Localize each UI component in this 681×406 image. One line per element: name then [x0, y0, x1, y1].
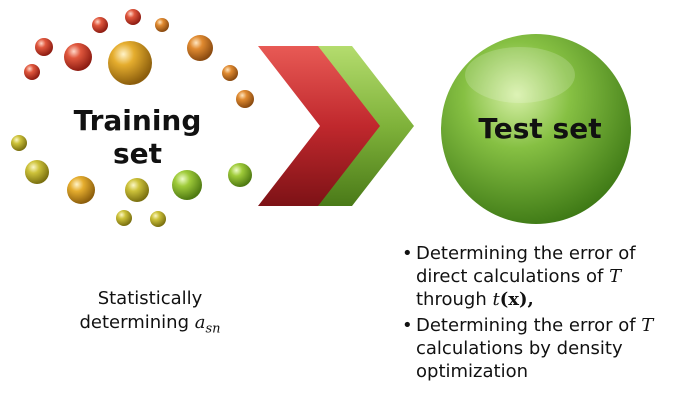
math-paren: ), — [518, 289, 534, 310]
sphere — [11, 135, 27, 151]
sphere — [150, 211, 166, 227]
symbol-subscript: sn — [205, 321, 221, 337]
symbol-base: a — [194, 312, 206, 333]
training-set-label: Training set — [73, 104, 202, 170]
test-set-label: Test set — [478, 112, 602, 145]
caption-line-2: determining asn — [65, 311, 235, 342]
caption-prefix: determining — [79, 312, 195, 333]
sphere — [67, 176, 95, 204]
arrow-chevrons — [258, 46, 414, 206]
sphere — [116, 210, 132, 226]
bullet-text: through — [416, 289, 493, 310]
bullet-item: Determining the error of direct calculat… — [402, 242, 672, 311]
sphere — [35, 38, 53, 56]
math-variable: T — [641, 315, 654, 336]
math-variable: T — [609, 266, 622, 287]
sphere — [155, 18, 169, 32]
test-set-sphere — [441, 34, 631, 224]
math-function: t — [492, 289, 500, 310]
sphere — [228, 163, 252, 187]
sphere — [236, 90, 254, 108]
training-set-spheres — [11, 9, 254, 227]
sphere — [64, 43, 92, 71]
sphere — [25, 160, 49, 184]
sphere — [24, 64, 40, 80]
red-chevron — [258, 46, 392, 206]
bullet-text: calculations by density optimization — [416, 338, 623, 382]
bullet-text: Determining the error of — [416, 315, 642, 336]
math-paren: ( — [499, 289, 509, 310]
bullet-item: Determining the error of T calculations … — [402, 314, 672, 383]
sphere-highlight — [465, 47, 575, 103]
sphere — [108, 41, 152, 85]
green-chevron — [318, 46, 414, 206]
statistics-caption: Statistically determining asn — [65, 287, 235, 342]
bullet-text: Determining the error of direct calculat… — [416, 243, 636, 287]
sphere — [187, 35, 213, 61]
sphere — [92, 17, 108, 33]
caption-line-1: Statistically — [97, 288, 203, 309]
sphere — [125, 178, 149, 202]
test-set-bullets: Determining the error of direct calculat… — [402, 242, 672, 386]
sphere — [125, 9, 141, 25]
sphere — [172, 170, 202, 200]
math-vector: x — [508, 289, 519, 310]
sphere — [222, 65, 238, 81]
